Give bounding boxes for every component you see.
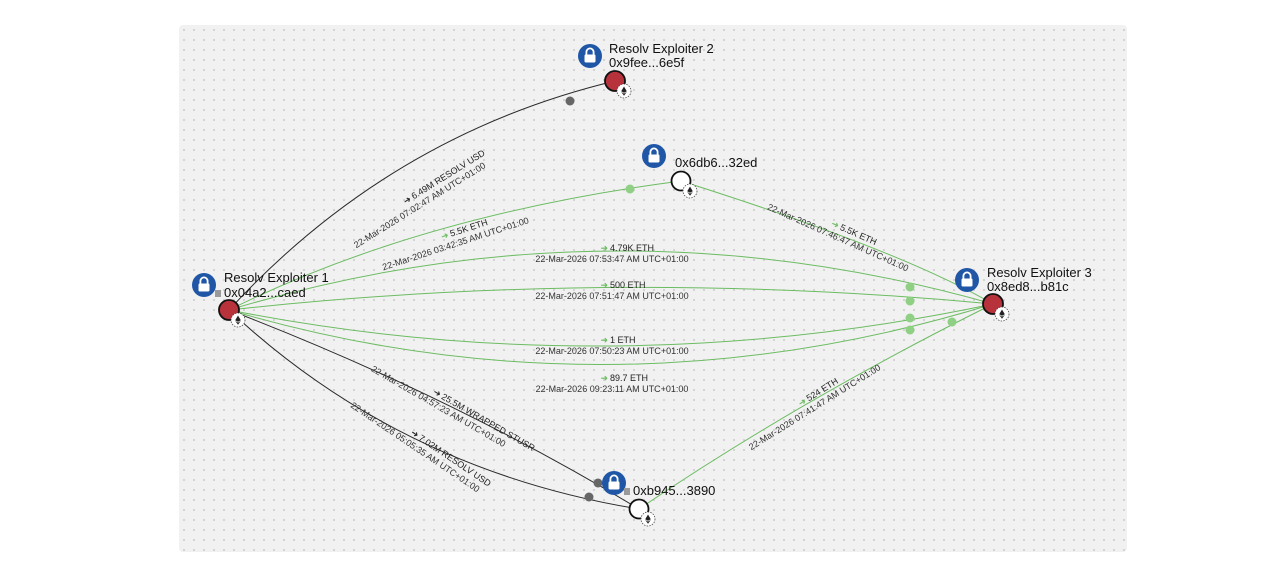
edge-e1-w2-b[interactable] <box>228 309 640 510</box>
arrow-right-icon: ➜ <box>401 194 413 206</box>
edge-handle-e1-e3-b[interactable] <box>905 296 915 306</box>
contract-icon <box>215 290 221 297</box>
contract-icon <box>624 488 630 495</box>
edge-amount: 25.5M WRAPPED STUSR <box>440 391 537 453</box>
ethereum-icon <box>682 183 698 199</box>
edge-handle-e1-e2[interactable] <box>565 96 575 106</box>
lock-icon <box>192 273 216 297</box>
arrow-right-icon: ➜ <box>440 230 450 242</box>
ethereum-icon <box>230 312 246 328</box>
arrow-right-icon: ➜ <box>600 373 608 383</box>
arrow-right-icon: ➜ <box>600 243 608 253</box>
ethereum-icon <box>994 306 1010 322</box>
arrow-right-icon: ➜ <box>409 427 421 440</box>
arrow-right-icon: ➜ <box>830 218 841 230</box>
edge-handle-e1-w1[interactable] <box>625 184 635 194</box>
edge-timestamp: 22-Mar-2026 09:23:11 AM UTC+01:00 <box>536 384 689 394</box>
edge-amount: 89.7 ETH <box>610 373 648 383</box>
edge-w2-e3[interactable] <box>638 303 994 510</box>
edge-e1-e3-b[interactable] <box>228 286 994 311</box>
edge-handle-e1-e3-d[interactable] <box>905 325 915 335</box>
node-address: 0x8ed8...b81c <box>987 279 1069 294</box>
edge-e1-e2[interactable] <box>228 80 616 311</box>
node-address: 0xb945...3890 <box>633 483 715 498</box>
node-w1[interactable]: 0x6db6...32ed <box>642 144 757 199</box>
edge-e1-w1[interactable] <box>228 180 682 311</box>
edge-timestamp: 22-Mar-2026 07:46:47 AM UTC+01:00 <box>766 202 910 274</box>
edge-e1-e3-d[interactable] <box>228 303 994 366</box>
node-label: Resolv Exploiter 1 <box>224 270 329 285</box>
edge-handle-e1-w2-a[interactable] <box>593 478 603 488</box>
edge-e1-e3-a[interactable] <box>228 250 994 311</box>
edge-handle-e1-e3-c[interactable] <box>905 313 915 323</box>
edge-timestamp: 22-Mar-2026 03:42:35 AM UTC+01:00 <box>381 215 530 272</box>
node-label: Resolv Exploiter 3 <box>987 265 1092 280</box>
edge-timestamp: 22-Mar-2026 07:41:47 AM UTC+01:00 <box>747 362 882 452</box>
arrow-right-icon: ➜ <box>432 387 444 399</box>
edge-amount: 1 ETH <box>610 335 636 345</box>
edge-e1-e3-c[interactable] <box>228 303 994 347</box>
node-address: 0x6db6...32ed <box>675 155 757 170</box>
arrow-right-icon: ➜ <box>600 335 608 345</box>
edge-amount: 4.79K ETH <box>610 243 654 253</box>
ethereum-icon <box>640 511 656 527</box>
ethereum-icon <box>616 83 632 99</box>
node-address: 0x04a2...caed <box>224 285 306 300</box>
node-label: Resolv Exploiter 2 <box>609 41 714 56</box>
edge-amount: 500 ETH <box>610 280 646 290</box>
edge-handle-w2-e3[interactable] <box>947 317 957 327</box>
edge-e1-w2-a[interactable] <box>228 309 640 510</box>
lock-icon <box>602 471 626 495</box>
lock-icon <box>578 44 602 68</box>
edge-timestamp: 22-Mar-2026 07:51:47 AM UTC+01:00 <box>535 291 688 301</box>
edge-timestamp: 22-Mar-2026 07:53:47 AM UTC+01:00 <box>535 254 688 264</box>
edge-handle-e1-w2-b[interactable] <box>584 492 594 502</box>
arrow-right-icon: ➜ <box>600 280 608 290</box>
edge-timestamp: 22-Mar-2026 07:50:23 AM UTC+01:00 <box>535 346 688 356</box>
node-w2[interactable]: 0xb945...3890 <box>602 471 715 527</box>
lock-icon <box>642 144 666 168</box>
lock-icon <box>955 268 979 292</box>
node-address: 0x9fee...6e5f <box>609 55 685 70</box>
arrow-right-icon: ➜ <box>796 396 808 408</box>
edge-handle-e1-e3-a[interactable] <box>905 282 915 292</box>
edges-layer <box>228 80 994 510</box>
